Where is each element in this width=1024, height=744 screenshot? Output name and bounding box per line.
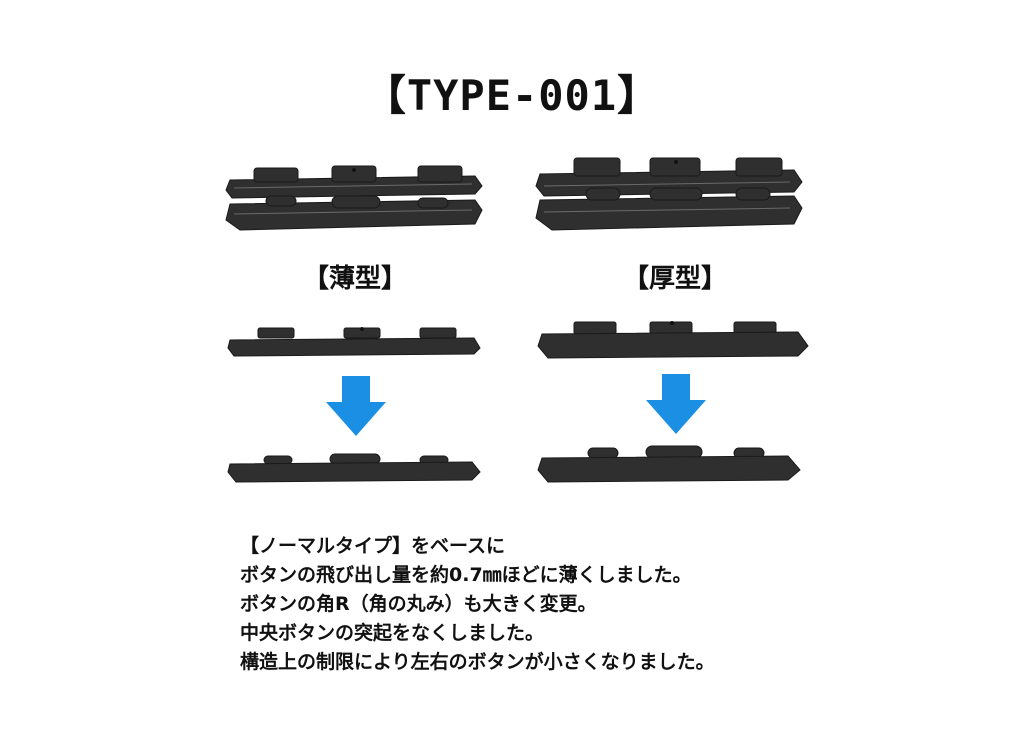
- thin-type-side-view-before: [227, 327, 481, 357]
- down-arrow-icon: [326, 376, 386, 436]
- thick-type-label: 【厚型】: [622, 264, 727, 294]
- description-line: ボタンの角R（角の丸み）も大きく変更。: [240, 593, 597, 615]
- page-title: 【TYPE-001】: [363, 71, 661, 120]
- description-line: 中央ボタンの突起をなくしました。: [240, 622, 545, 644]
- description-line: ボタンの飛び出し量を約0.7㎜ほどに薄くしました。: [240, 564, 692, 586]
- thick-type-side-view-after: [537, 445, 801, 483]
- down-arrow-icon: [646, 374, 706, 434]
- description-line: 構造上の制限により左右のボタンが小さくなりました。: [240, 651, 715, 673]
- description: 【ノーマルタイプ】をベースに ボタンの飛び出し量を約0.7㎜ほどに薄くしました。…: [240, 532, 880, 677]
- thick-type-perspective-render: [535, 157, 803, 231]
- thin-type-perspective-render: [225, 165, 483, 231]
- thick-type-side-view-before: [537, 321, 809, 359]
- description-line: 【ノーマルタイプ】をベースに: [240, 535, 506, 557]
- thin-type-label: 【薄型】: [302, 264, 407, 294]
- thin-type-side-view-after: [227, 453, 481, 483]
